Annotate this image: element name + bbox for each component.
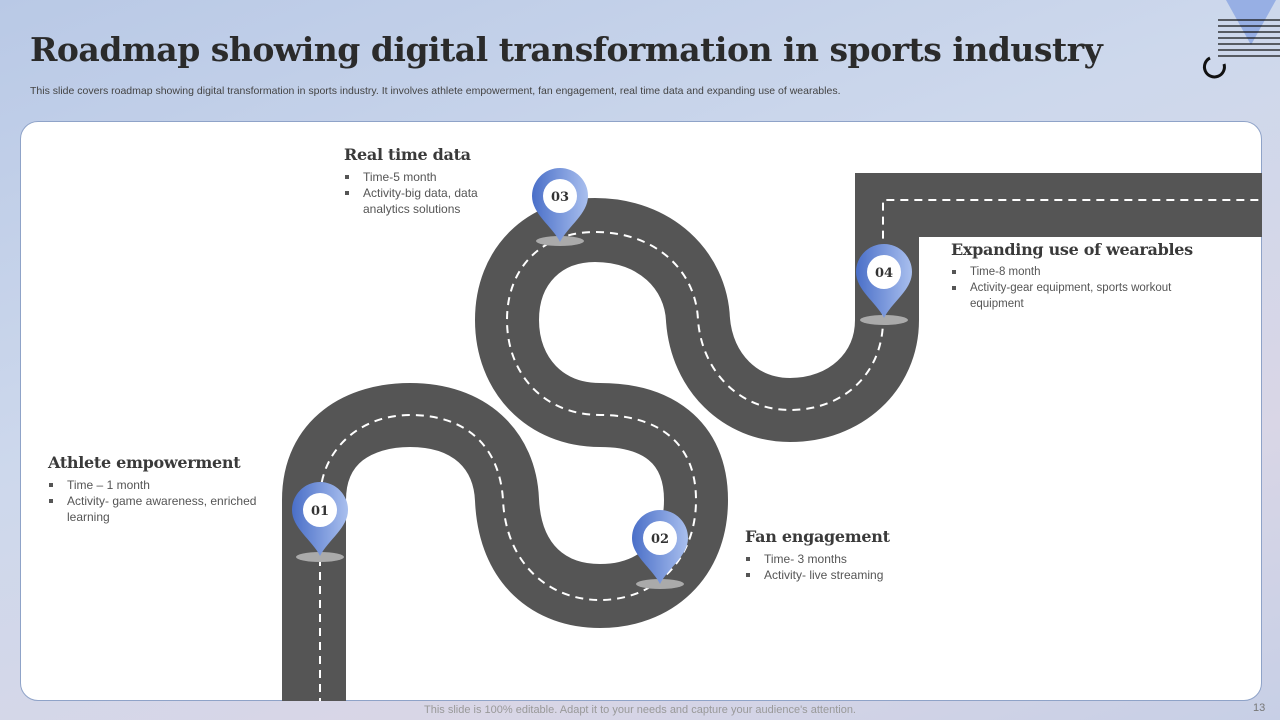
- page-number: 13: [1253, 702, 1266, 714]
- page-title: Roadmap showing digital transformation i…: [30, 30, 1103, 69]
- milestone-title: Fan engagement: [745, 527, 890, 546]
- pin-03: [532, 168, 588, 246]
- pin-04: [856, 244, 912, 325]
- milestone-bullet: Time- 3 months: [745, 551, 965, 567]
- milestone-bullet: Activity-gear equipment, sports workout …: [951, 280, 1201, 312]
- milestone-bullet: Activity- live streaming: [745, 567, 965, 583]
- decorative-corner-icon: [1202, 0, 1280, 79]
- milestone-title: Athlete empowerment: [48, 453, 241, 472]
- milestone-wearables: Expanding use of wearables Time-8 month …: [951, 240, 1201, 312]
- pin-number-03: 03: [551, 190, 569, 205]
- pin-02: [632, 510, 688, 589]
- milestone-bullet: Time-5 month: [344, 169, 514, 185]
- milestone-bullet: Activity- game awareness, enriched learn…: [48, 493, 268, 525]
- milestone-fan-engagement: Fan engagement Time- 3 months Activity- …: [745, 527, 965, 583]
- milestone-bullet: Time – 1 month: [48, 477, 268, 493]
- pin-number-01: 01: [311, 504, 329, 519]
- milestone-athlete-empowerment: Athlete empowerment Time – 1 month Activ…: [48, 453, 268, 525]
- milestone-real-time-data: Real time data Time-5 month Activity-big…: [344, 145, 514, 217]
- milestone-bullet: Time-8 month: [951, 264, 1201, 280]
- milestone-title: Expanding use of wearables: [951, 240, 1193, 259]
- milestone-bullet: Activity-big data, data analytics soluti…: [344, 185, 514, 217]
- road-center-line: [319, 199, 1262, 701]
- footer-note: This slide is 100% editable. Adapt it to…: [424, 704, 856, 716]
- page-subtitle: This slide covers roadmap showing digita…: [30, 85, 841, 97]
- pin-number-02: 02: [651, 532, 669, 547]
- milestone-title: Real time data: [344, 145, 471, 164]
- pin-01: [292, 482, 348, 562]
- pin-number-04: 04: [875, 266, 893, 281]
